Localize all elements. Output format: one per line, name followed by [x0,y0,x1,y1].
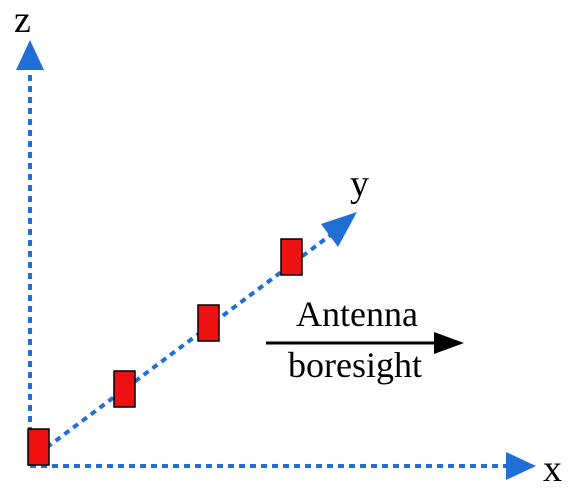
boresight-arrowhead [434,332,464,354]
z-axis-label: z [14,0,31,41]
antenna-element [280,238,303,276]
antenna-element [197,304,220,342]
x-axis-arrowhead [506,452,536,480]
y-axis-arrowhead [321,212,357,247]
y-axis [36,212,357,456]
annotation-line1: Antenna [296,294,418,334]
z-axis-arrowhead [16,40,44,70]
antenna-elements [27,238,303,466]
annotation-line2: boresight [288,345,422,385]
antenna-element [113,370,136,408]
y-axis-label: y [350,163,369,205]
x-axis-label: x [543,448,562,490]
boresight-arrow [266,332,464,354]
z-axis [16,40,44,466]
x-axis [30,452,536,480]
antenna-element [27,428,50,466]
